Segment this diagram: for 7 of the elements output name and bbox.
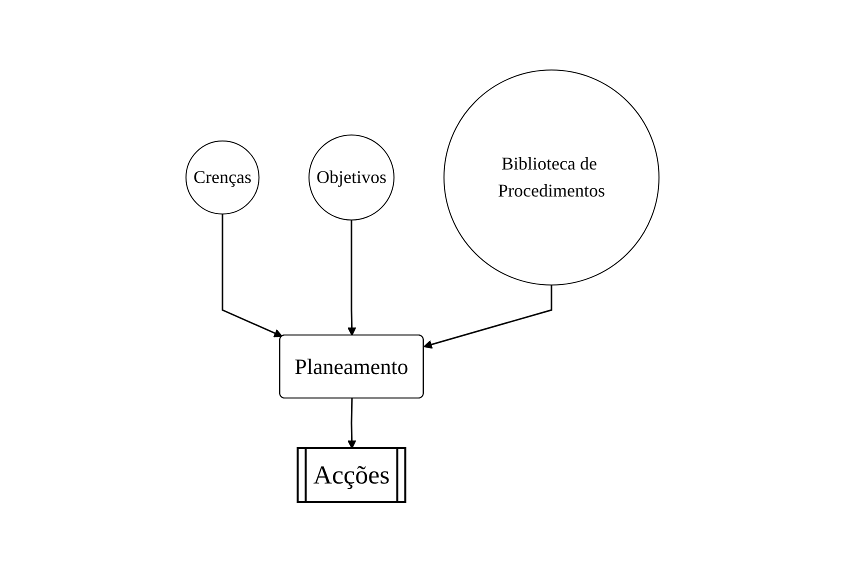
arrow (346, 220, 356, 336)
arrow (422, 285, 552, 349)
arrow (346, 398, 356, 449)
node-circle: Crenças (185, 140, 259, 214)
node-circle: Objetivos (308, 134, 394, 220)
node-circle: Biblioteca de Procedimentos (442, 70, 659, 286)
arrow (221, 214, 282, 338)
